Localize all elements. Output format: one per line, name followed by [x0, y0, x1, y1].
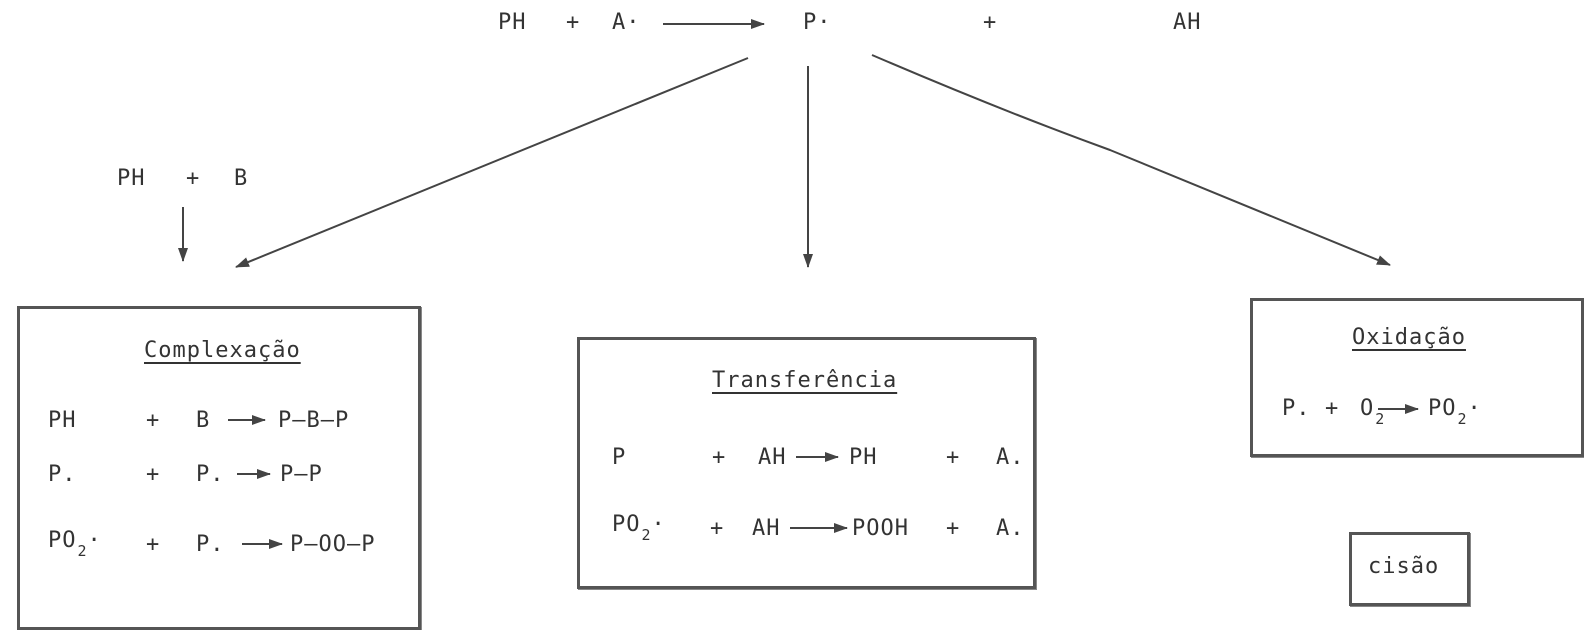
oxidacao-plus: +	[1325, 396, 1340, 421]
complexacao-r1-product: P–B–P	[278, 408, 350, 433]
transferencia-r1-product2: A.	[996, 445, 1025, 470]
complexacao-r2-reagent: P.	[196, 462, 225, 487]
cisao-box	[1349, 532, 1470, 606]
complexacao-r3-reactant: PO2·	[48, 528, 102, 560]
oxidacao-product: PO2·	[1428, 396, 1482, 428]
transferencia-r1-reagent: AH	[758, 445, 787, 470]
arrow-to-oxidacao	[871, 54, 1391, 266]
transferencia-r2-product2: A.	[996, 516, 1025, 541]
top-a-radical: A·	[612, 10, 641, 35]
oxidacao-box	[1250, 298, 1584, 457]
transferencia-title: Transferência	[712, 368, 898, 393]
side-ph: PH	[117, 166, 146, 191]
top-p-radical: P·	[803, 10, 832, 35]
transferencia-r1-plus2: +	[946, 445, 961, 470]
transferencia-r1-product: PH	[849, 445, 878, 470]
top-plus-2: +	[983, 10, 998, 35]
cisao-label: cisão	[1368, 554, 1440, 579]
complexacao-r1-plus: +	[146, 408, 161, 433]
oxidacao-reagent: O2	[1360, 396, 1386, 428]
complexacao-r2-plus: +	[146, 462, 161, 487]
complexacao-r3-plus: +	[146, 532, 161, 557]
arrow-to-complexacao	[235, 57, 749, 268]
transferencia-r2-product: POOH	[852, 516, 909, 541]
complexacao-r3-product: P–OO–P	[290, 532, 376, 557]
complexacao-r1-reagent: B	[196, 408, 211, 433]
complexacao-title: Complexação	[144, 338, 301, 363]
oxidacao-title: Oxidação	[1352, 325, 1466, 350]
complexacao-r1-reactant: PH	[48, 408, 77, 433]
transferencia-box	[577, 337, 1036, 589]
top-ph: PH	[498, 10, 527, 35]
side-plus: +	[186, 166, 201, 191]
complexacao-r2-product: P–P	[280, 462, 323, 487]
top-plus-1: +	[566, 10, 581, 35]
transferencia-r2-reagent: AH	[752, 516, 781, 541]
transferencia-r1-reactant: P	[612, 445, 627, 470]
transferencia-r1-plus: +	[712, 445, 727, 470]
side-b: B	[234, 166, 249, 191]
transferencia-r2-plus2: +	[946, 516, 961, 541]
top-ah: AH	[1173, 10, 1202, 35]
transferencia-r2-plus: +	[710, 516, 725, 541]
complexacao-r3-reagent: P.	[196, 532, 225, 557]
complexacao-r2-reactant: P.	[48, 462, 77, 487]
transferencia-r2-reactant: PO2·	[612, 512, 666, 544]
oxidacao-reactant: P.	[1282, 396, 1311, 421]
